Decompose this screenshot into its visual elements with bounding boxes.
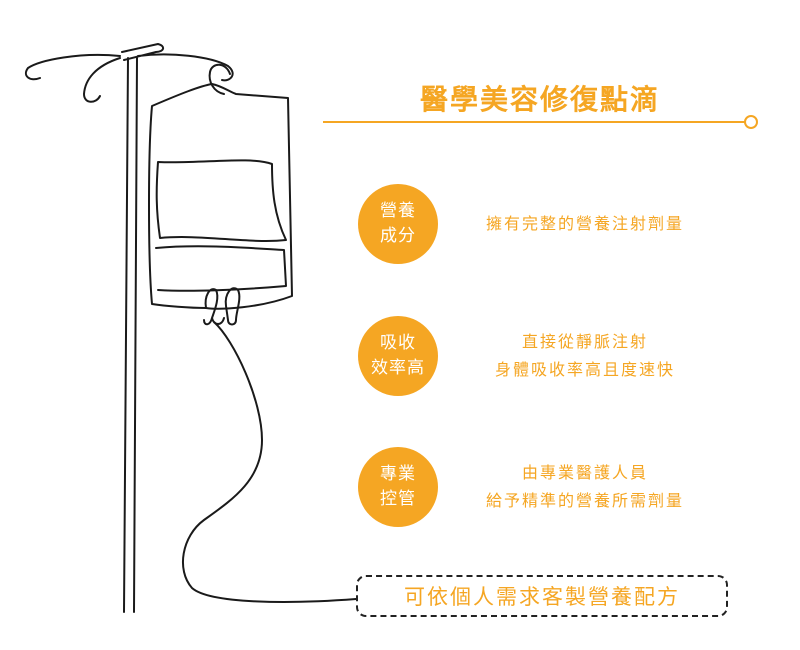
feature-item: 營養 成分 擁有完整的營養注射劑量 bbox=[358, 184, 798, 264]
badge-line: 成分 bbox=[380, 226, 416, 246]
badge-line: 控管 bbox=[380, 489, 416, 509]
description-line: 身體吸收率高且度速快 bbox=[494, 360, 675, 379]
page-title: 醫學美容修復點滴 bbox=[419, 83, 660, 116]
iv-pole bbox=[123, 57, 138, 613]
badge-line: 吸收 bbox=[380, 333, 416, 353]
description-line: 直接從靜脈注射 bbox=[521, 332, 648, 351]
feature-badge: 營養 成分 bbox=[358, 184, 438, 264]
underline-end-dot bbox=[744, 115, 758, 129]
iv-hooks bbox=[24, 43, 234, 103]
feature-badge: 專業 控管 bbox=[358, 447, 438, 527]
description-line: 由專業醫護人員 bbox=[521, 463, 648, 482]
description-line: 擁有完整的營養注射劑量 bbox=[485, 214, 684, 233]
title-underline bbox=[323, 121, 745, 123]
callout-text: 可依個人需求客製營養配方 bbox=[404, 585, 680, 609]
feature-description: 由專業醫護人員 給予精準的營養所需劑量 bbox=[460, 447, 710, 527]
bag-ports bbox=[203, 287, 241, 326]
bag-hanger bbox=[208, 63, 231, 95]
feature-item: 吸收 效率高 直接從靜脈注射 身體吸收率高且度速快 bbox=[358, 316, 798, 396]
custom-formula-callout: 可依個人需求客製營養配方 bbox=[356, 575, 728, 617]
feature-description: 直接從靜脈注射 身體吸收率高且度速快 bbox=[460, 316, 710, 396]
feature-description: 擁有完整的營養注射劑量 bbox=[460, 184, 710, 264]
feature-item: 專業 控管 由專業醫護人員 給予精準的營養所需劑量 bbox=[358, 447, 798, 527]
bag-fluid bbox=[155, 159, 287, 242]
badge-line: 專業 bbox=[380, 464, 416, 484]
badge-line: 效率高 bbox=[371, 358, 425, 378]
description-line: 給予精準的營養所需劑量 bbox=[485, 491, 684, 510]
iv-tube bbox=[181, 321, 357, 603]
feature-badge: 吸收 效率高 bbox=[358, 316, 438, 396]
bag-lower-panel bbox=[155, 245, 287, 292]
badge-line: 營養 bbox=[380, 201, 416, 221]
iv-bag bbox=[148, 83, 293, 310]
